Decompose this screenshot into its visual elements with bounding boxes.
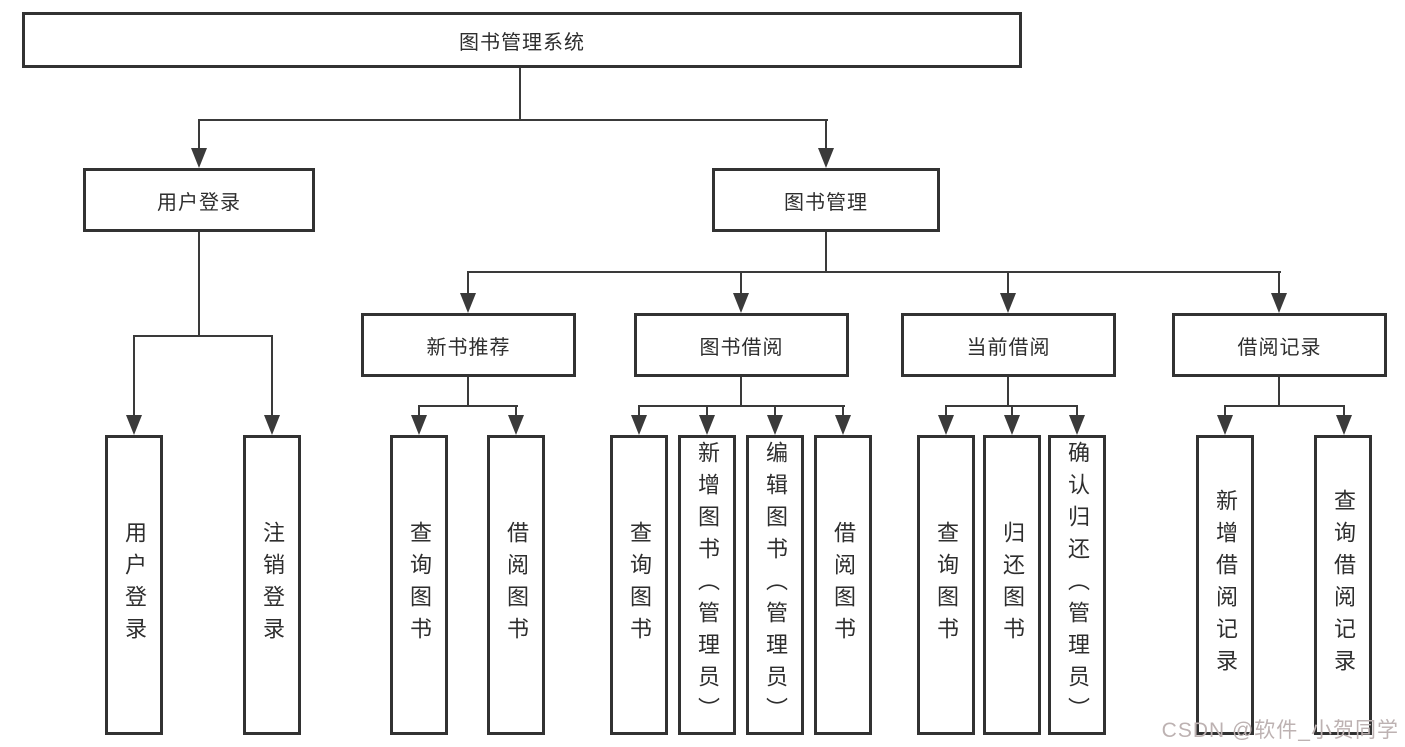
connector-line: [774, 405, 776, 418]
connector-line: [825, 119, 827, 152]
node-user-login-group: 用户登录: [83, 168, 315, 232]
connector-line: [706, 405, 708, 418]
connector-line: [418, 405, 420, 418]
node-borrow-records: 借阅记录: [1172, 313, 1387, 377]
node-label: 新增图书（管理员）: [695, 441, 720, 729]
node-label: 图书借阅: [699, 336, 784, 359]
leaf-edit-books-admin: 编辑图书（管理员）: [746, 435, 804, 735]
node-label: 查询图书: [934, 521, 959, 649]
node-label: 图书管理系统: [459, 31, 585, 54]
connector-line: [1224, 405, 1226, 418]
node-label: 新书推荐: [426, 336, 511, 359]
leaf-query-borrow-record: 查询借阅记录: [1314, 435, 1372, 735]
connector-line: [638, 405, 640, 418]
arrowhead-down-icon: [460, 293, 476, 313]
leaf-query-books-borrow: 查询图书: [610, 435, 668, 735]
leaf-user-login: 用户登录: [105, 435, 163, 735]
connector-line: [825, 232, 827, 272]
arrowhead-down-icon: [126, 415, 142, 435]
node-label: 编辑图书（管理员）: [763, 441, 788, 729]
arrowhead-down-icon: [1217, 415, 1233, 435]
connector-line: [1224, 405, 1345, 407]
node-label: 查询图书: [407, 521, 432, 649]
connector-line: [198, 119, 200, 152]
leaf-logout: 注销登录: [243, 435, 301, 735]
node-label: 查询图书: [627, 521, 652, 649]
arrowhead-down-icon: [835, 415, 851, 435]
connector-line: [133, 335, 273, 337]
node-label: 新增借阅记录: [1213, 489, 1238, 681]
node-label: 图书管理: [784, 191, 868, 214]
arrowhead-down-icon: [191, 148, 207, 168]
connector-line: [467, 271, 469, 297]
leaf-query-books-current: 查询图书: [917, 435, 975, 735]
arrowhead-down-icon: [699, 415, 715, 435]
leaf-add-books-admin: 新增图书（管理员）: [678, 435, 736, 735]
node-new-book-recommend: 新书推荐: [361, 313, 576, 377]
connector-line: [1011, 405, 1013, 418]
node-label: 借阅图书: [831, 521, 856, 649]
leaf-borrow-books: 借阅图书: [814, 435, 872, 735]
arrowhead-down-icon: [631, 415, 647, 435]
node-book-management: 图书管理: [712, 168, 940, 232]
connector-line: [198, 232, 200, 336]
connector-line: [1343, 405, 1345, 418]
leaf-borrow-books-recommend: 借阅图书: [487, 435, 545, 735]
connector-line: [1007, 271, 1009, 297]
connector-line: [1278, 377, 1280, 406]
leaf-confirm-return-admin: 确认归还（管理员）: [1048, 435, 1106, 735]
node-label: 当前借阅: [966, 336, 1051, 359]
node-library-management-system: 图书管理系统: [22, 12, 1022, 68]
connector-line: [638, 405, 845, 407]
connector-line: [740, 271, 742, 297]
arrowhead-down-icon: [1069, 415, 1085, 435]
arrowhead-down-icon: [1336, 415, 1352, 435]
connector-line: [1076, 405, 1078, 418]
leaf-return-books: 归还图书: [983, 435, 1041, 735]
node-label: 归还图书: [1000, 521, 1025, 649]
connector-line: [842, 405, 844, 418]
node-label: 用户登录: [157, 191, 241, 214]
node-label: 借阅记录: [1237, 336, 1322, 359]
arrowhead-down-icon: [938, 415, 954, 435]
arrowhead-down-icon: [1271, 293, 1287, 313]
node-book-borrow: 图书借阅: [634, 313, 849, 377]
connector-line: [198, 119, 828, 121]
leaf-query-books-recommend: 查询图书: [390, 435, 448, 735]
arrowhead-down-icon: [767, 415, 783, 435]
leaf-add-borrow-record: 新增借阅记录: [1196, 435, 1254, 735]
connector-line: [1007, 377, 1009, 406]
connector-line: [133, 335, 135, 418]
connector-line: [467, 271, 1281, 273]
connector-line: [1278, 271, 1280, 297]
arrowhead-down-icon: [1000, 293, 1016, 313]
node-label: 借阅图书: [504, 521, 529, 649]
connector-line: [519, 68, 521, 121]
arrowhead-down-icon: [818, 148, 834, 168]
node-label: 用户登录: [122, 521, 147, 649]
connector-line: [467, 377, 469, 406]
connector-line: [418, 405, 518, 407]
arrowhead-down-icon: [508, 415, 524, 435]
node-label: 查询借阅记录: [1331, 489, 1356, 681]
arrowhead-down-icon: [264, 415, 280, 435]
connector-line: [271, 335, 273, 418]
node-label: 注销登录: [260, 521, 285, 649]
node-label: 确认归还（管理员）: [1065, 441, 1090, 729]
arrowhead-down-icon: [733, 293, 749, 313]
connector-line: [515, 405, 517, 418]
arrowhead-down-icon: [411, 415, 427, 435]
csdn-watermark: CSDN @软件_小贺同学: [1161, 719, 1399, 742]
connector-line: [740, 377, 742, 406]
connector-line: [945, 405, 947, 418]
arrowhead-down-icon: [1004, 415, 1020, 435]
node-current-borrow: 当前借阅: [901, 313, 1116, 377]
